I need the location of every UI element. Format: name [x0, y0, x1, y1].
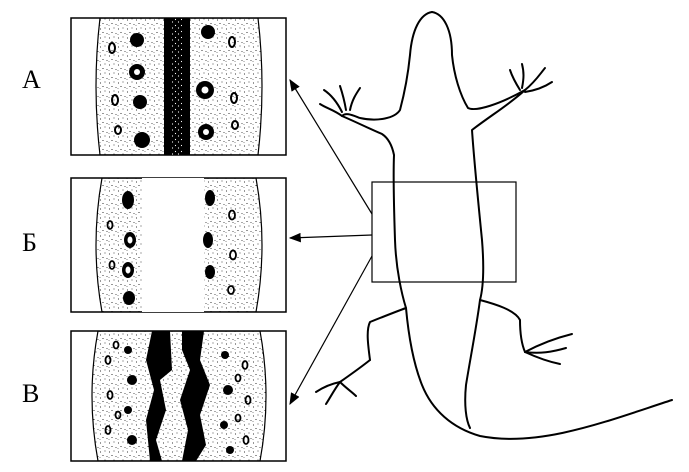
arrow-to-panel-b — [290, 235, 372, 238]
panel-label-a: А — [22, 65, 41, 94]
lizard-outline — [316, 12, 672, 439]
pattern-panel-b — [71, 178, 286, 312]
panel-label-b: Б — [22, 228, 37, 257]
arrow-to-panel-a — [290, 80, 372, 214]
panel-label-c: В — [22, 379, 39, 408]
arrow-to-panel-c — [290, 256, 372, 404]
pattern-panel-a — [71, 18, 286, 155]
callout-arrows — [290, 80, 372, 404]
pattern-panel-c — [71, 331, 286, 461]
